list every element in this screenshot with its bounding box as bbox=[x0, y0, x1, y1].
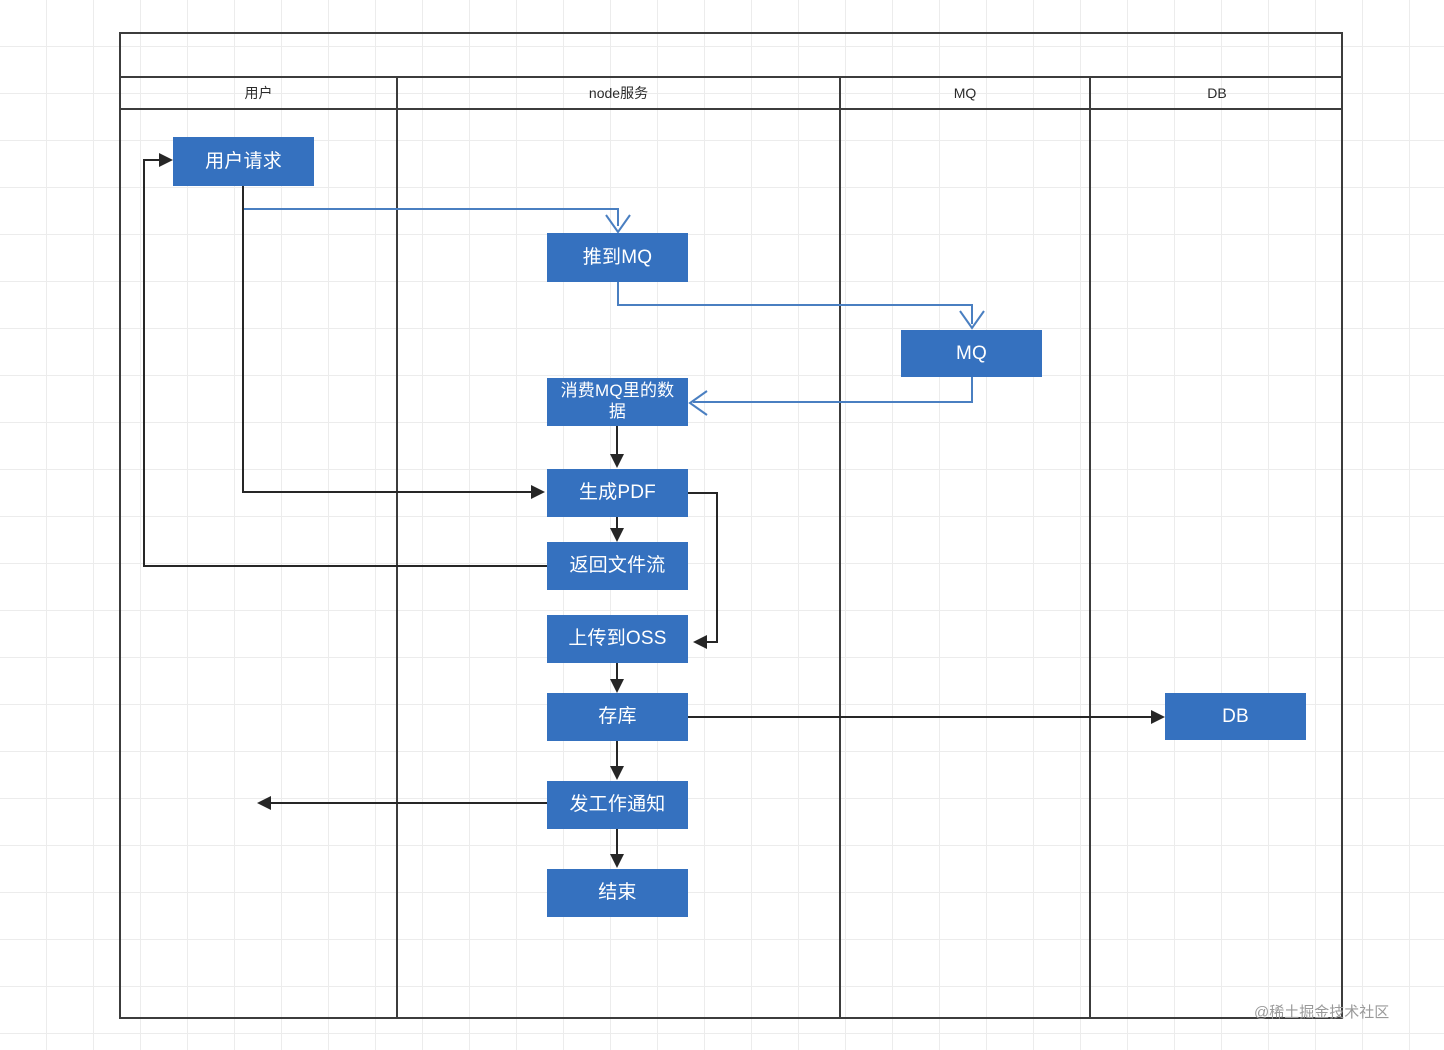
edge-send-notice-to-user-arrowhead bbox=[257, 796, 271, 810]
node-store-db[interactable]: 存库 bbox=[547, 693, 688, 741]
edge-generate-pdf-to-upload-oss-horizontal-out bbox=[688, 492, 718, 494]
lane-divider-1 bbox=[396, 76, 398, 1019]
node-user-request[interactable]: 用户请求 bbox=[173, 137, 314, 186]
edge-upload-oss-to-store-db-arrowhead bbox=[610, 679, 624, 693]
edge-return-stream-to-user-request-vertical bbox=[143, 159, 145, 565]
swimlane-label-rule bbox=[119, 108, 1343, 110]
node-upload-oss[interactable]: 上传到OSS bbox=[547, 615, 688, 663]
node-return-stream[interactable]: 返回文件流 bbox=[547, 542, 688, 590]
edge-user-request-to-generate-pdf-arrowhead bbox=[531, 485, 545, 499]
edge-push-to-mq-to-mq-arrowhead bbox=[959, 310, 985, 330]
edge-return-stream-to-user-request-horizontal-out bbox=[143, 565, 547, 567]
node-mq[interactable]: MQ bbox=[901, 330, 1042, 377]
edge-store-db-to-db-line bbox=[688, 716, 1152, 718]
node-end[interactable]: 结束 bbox=[547, 869, 688, 917]
lane-label-mq: MQ bbox=[953, 85, 977, 101]
edge-send-notice-to-user-line bbox=[270, 802, 547, 804]
edge-store-db-to-send-notice-line bbox=[616, 741, 618, 767]
edge-consume-mq-to-generate-pdf-arrowhead bbox=[610, 454, 624, 468]
edge-mq-to-consume-mq-horizontal bbox=[693, 401, 973, 403]
edge-user-request-to-generate-pdf-vertical bbox=[242, 186, 244, 492]
lane-label-user: 用户 bbox=[244, 85, 273, 101]
edge-generate-pdf-to-return-stream-line bbox=[616, 517, 618, 533]
edge-user-request-to-generate-pdf-horizontal bbox=[242, 491, 532, 493]
edge-return-stream-to-user-request-horizontal-in bbox=[143, 159, 163, 161]
lane-label-db: DB bbox=[1207, 85, 1227, 101]
edge-send-notice-to-end-line bbox=[616, 829, 618, 855]
edge-consume-mq-to-generate-pdf-line bbox=[616, 426, 618, 455]
lane-divider-2 bbox=[839, 76, 841, 1019]
node-generate-pdf[interactable]: 生成PDF bbox=[547, 469, 688, 517]
edge-user-request-to-push-to-mq-vertical bbox=[617, 208, 619, 226]
watermark: @稀土掘金技术社区 bbox=[1254, 1004, 1390, 1021]
edge-store-db-to-send-notice-arrowhead bbox=[610, 766, 624, 780]
edge-generate-pdf-to-upload-oss-horizontal-in bbox=[706, 641, 718, 643]
edge-upload-oss-to-store-db-line bbox=[616, 663, 618, 683]
edge-push-to-mq-to-mq-vertical-out bbox=[617, 282, 619, 305]
edge-send-notice-to-end-arrowhead bbox=[610, 854, 624, 868]
edge-mq-to-consume-mq-vertical bbox=[971, 377, 973, 403]
node-db[interactable]: DB bbox=[1165, 693, 1306, 740]
lane-divider-3 bbox=[1089, 76, 1091, 1019]
node-push-to-mq[interactable]: 推到MQ bbox=[547, 233, 688, 282]
edge-generate-pdf-to-return-stream-arrowhead bbox=[610, 528, 624, 542]
node-consume-mq[interactable]: 消费MQ里的数据 bbox=[547, 378, 688, 426]
edge-mq-to-consume-mq-arrowhead bbox=[688, 390, 708, 416]
swimlane-header-rule bbox=[119, 76, 1343, 78]
edge-store-db-to-db-arrowhead bbox=[1151, 710, 1165, 724]
edge-user-request-to-push-to-mq-arrowhead bbox=[605, 214, 631, 234]
lane-label-node: node服务 bbox=[588, 85, 649, 101]
edge-return-stream-to-user-request-arrowhead bbox=[159, 153, 173, 167]
edge-push-to-mq-to-mq-horizontal bbox=[617, 304, 973, 306]
swimlane-frame bbox=[119, 32, 1343, 1019]
edge-user-request-to-push-to-mq-horizontal bbox=[243, 208, 619, 210]
edge-generate-pdf-to-upload-oss-arrowhead bbox=[693, 635, 707, 649]
edge-generate-pdf-to-upload-oss-vertical bbox=[716, 492, 718, 643]
node-send-notice[interactable]: 发工作通知 bbox=[547, 781, 688, 829]
edge-push-to-mq-to-mq-vertical-in bbox=[971, 304, 973, 324]
